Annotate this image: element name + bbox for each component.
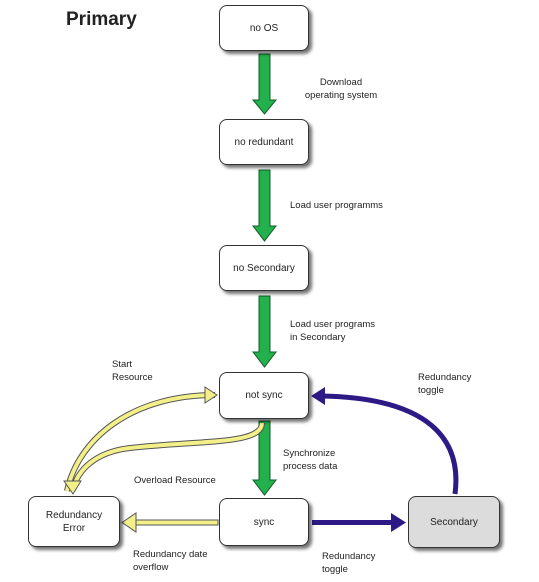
diagram-title: Primary [66, 9, 137, 30]
state-redundancy-error: Redundancy Error [28, 496, 120, 547]
label-load-user-programs-secondary: Load user programs in Secondary [290, 319, 376, 343]
state-no-os: no OS [219, 5, 309, 51]
label-redundancy-toggle-bottom: Redundancy toggle [322, 551, 376, 575]
state-not-sync: not sync [219, 372, 309, 419]
arrow-download-os [251, 53, 278, 115]
arrow-redundancy-toggle-bottom [312, 513, 406, 532]
state-sync: sync [219, 498, 309, 546]
state-secondary: Secondary [408, 496, 500, 548]
label-overload-resource: Overload Resource [134, 475, 216, 486]
label-start-resource: Start Resource [112, 359, 153, 383]
label-redundancy-date-overflow: Redundancy date overflow [133, 549, 208, 573]
arrow-redundancy-date-overflow [121, 512, 219, 533]
arrow-synchronize-process-data [251, 420, 278, 496]
arrow-start-resource [64, 386, 218, 492]
arrow-load-user-programs [251, 169, 278, 242]
state-no-redundant: no redundant [219, 119, 309, 165]
label-redundancy-toggle-top: Redundancy toggle [418, 372, 472, 396]
arrow-load-user-programs-secondary [251, 295, 278, 368]
label-load-user-programs: Load user programms [290, 200, 383, 211]
label-synchronize-process-data: Synchronize process data [283, 448, 338, 472]
label-download-os: Download operating system [304, 77, 378, 101]
arrow-overload-resource [63, 422, 265, 495]
state-no-secondary: no Secondary [219, 245, 309, 291]
arrow-redundancy-toggle-top [311, 387, 459, 495]
